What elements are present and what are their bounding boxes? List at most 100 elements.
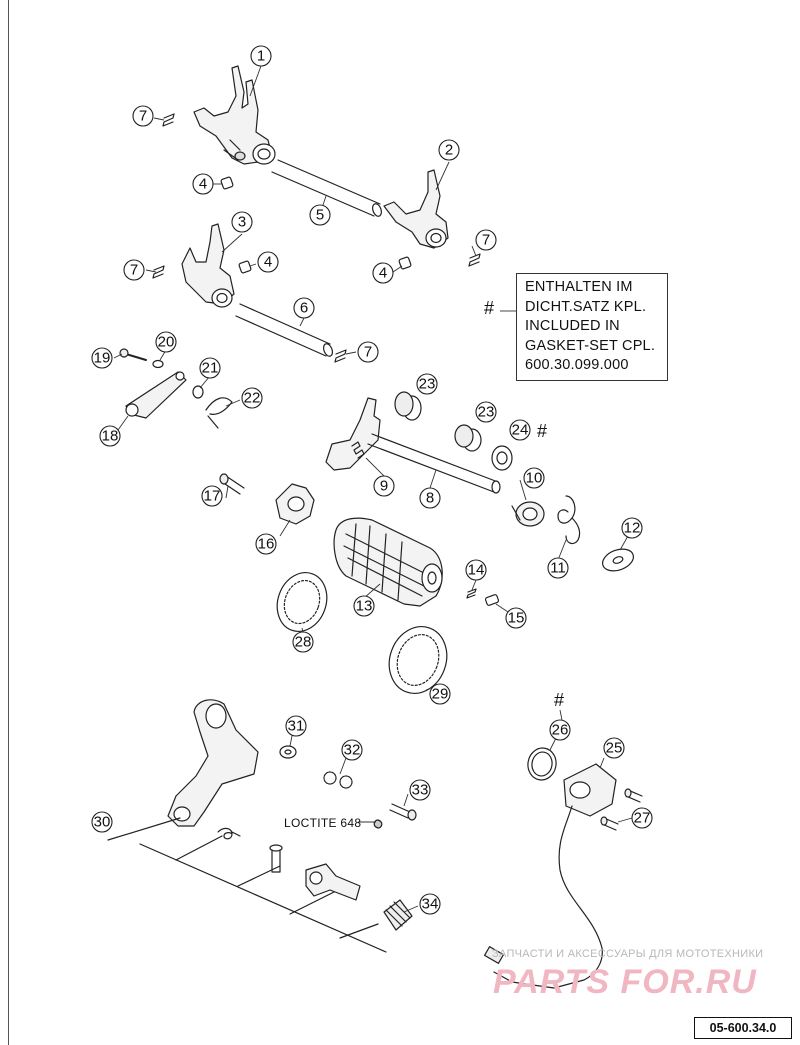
watermark-logo: PARTS FOR.RU [493,963,757,1001]
callouts: 1 2 3 4 4 4 5 6 7 7 7 7 8 9 10 11 12 13 … [91,45,653,915]
shift-rod-6 [235,303,334,357]
callout-29: 29 [429,683,451,705]
callout-7: 7 [475,229,497,251]
callout-21: 21 [199,357,221,379]
callout-18: 18 [99,425,121,447]
callout-31: 31 [285,715,307,737]
callout-7: 7 [357,341,379,363]
svg-text:2: 2 [445,142,453,159]
lever-tip [305,863,361,901]
svg-text:17: 17 [204,488,221,505]
note-line: 600.30.099.000 [525,357,629,373]
callout-15: 15 [505,607,527,629]
callout-17: 17 [201,485,223,507]
callout-27: 27 [631,807,653,829]
svg-text:22: 22 [244,390,261,407]
shift-shaft-8 [325,397,501,494]
callout-11: 11 [547,557,569,579]
callout-28: 28 [292,631,314,653]
callout-2: 2 [438,139,460,161]
svg-text:4: 4 [264,254,272,271]
callout-10: 10 [523,467,545,489]
shift-fork-2 [383,169,449,249]
note-line: DICHT.SATZ KPL. [525,298,647,315]
shaft-seal-24 [491,445,513,471]
lock-washer-32 [323,771,353,789]
svg-text:34: 34 [422,896,439,913]
o-ring-26 [527,747,557,781]
screw-27 [600,788,643,831]
shift-fork-1 [193,65,276,165]
svg-text:6: 6 [300,300,308,317]
svg-text:7: 7 [364,344,372,361]
svg-text:3: 3 [238,214,246,231]
callout-4: 4 [372,262,394,284]
svg-text:20: 20 [158,334,175,351]
svg-text:5: 5 [316,207,324,224]
callout-12: 12 [621,517,643,539]
svg-text:11: 11 [550,560,566,577]
svg-text:1: 1 [257,48,265,65]
callout-4: 4 [257,251,279,273]
callout-23: 23 [416,373,438,395]
svg-text:23: 23 [419,376,436,393]
svg-text:8: 8 [426,490,434,507]
svg-text:7: 7 [139,108,147,125]
callout-23: 23 [475,401,497,423]
svg-text:18: 18 [102,428,119,445]
hash-marker-26: # [554,690,565,710]
svg-text:7: 7 [130,262,138,279]
ball-bearing-29 [388,626,448,694]
svg-text:21: 21 [202,360,219,377]
callout-3: 3 [231,211,253,233]
callout-30: 30 [91,811,113,833]
callout-20: 20 [155,331,177,353]
rubber-tip-34 [383,899,413,931]
svg-text:30: 30 [94,814,111,831]
svg-text:26: 26 [552,722,569,739]
pin-15 [484,594,500,606]
svg-text:13: 13 [356,598,373,615]
svg-text:27: 27 [634,810,651,827]
svg-text:23: 23 [478,404,495,421]
detent-lever-18 [119,348,233,429]
svg-text:12: 12 [624,520,641,537]
note-line: GASKET-SET CPL. [525,337,656,354]
svg-text:29: 29 [432,686,449,703]
watermark-tagline: ЗАПЧАСТИ И АКСЕССУАРЫ ДЛЯ МОТОТЕХНИКИ [492,948,764,960]
bolt-17 [219,473,245,495]
svg-text:32: 32 [344,742,361,759]
callout-19: 19 [91,347,113,369]
callout-9: 9 [373,475,395,497]
shift-fork-3 [181,223,235,308]
leader-lines [113,65,633,913]
note-hash-marker: # [484,298,495,318]
bolt-33 [373,803,417,829]
gear-position-sensor-25 [483,763,617,989]
callout-33: 33 [409,779,431,801]
svg-text:16: 16 [258,536,275,553]
spring-7 [152,113,481,363]
svg-text:24: 24 [512,422,529,439]
svg-text:14: 14 [468,562,485,579]
lever-spring [217,827,241,840]
ball-bearing-28 [276,572,328,632]
callout-22: 22 [241,387,263,409]
shift-lever-30 [107,699,387,953]
callout-7: 7 [132,105,154,127]
callout-24: 24 [509,419,531,441]
callout-4: 4 [192,173,214,195]
shift-drum-13 [333,517,443,607]
callout-13: 13 [353,595,375,617]
shift-drum-locator-16 [275,483,315,525]
loctite-label: LOCTITE 648 [284,816,362,830]
callout-6: 6 [293,297,315,319]
washer-31 [279,745,297,759]
svg-text:31: 31 [288,718,305,735]
svg-text:4: 4 [379,265,387,282]
svg-text:9: 9 [380,478,388,495]
svg-text:10: 10 [526,470,543,487]
svg-text:28: 28 [295,634,312,651]
